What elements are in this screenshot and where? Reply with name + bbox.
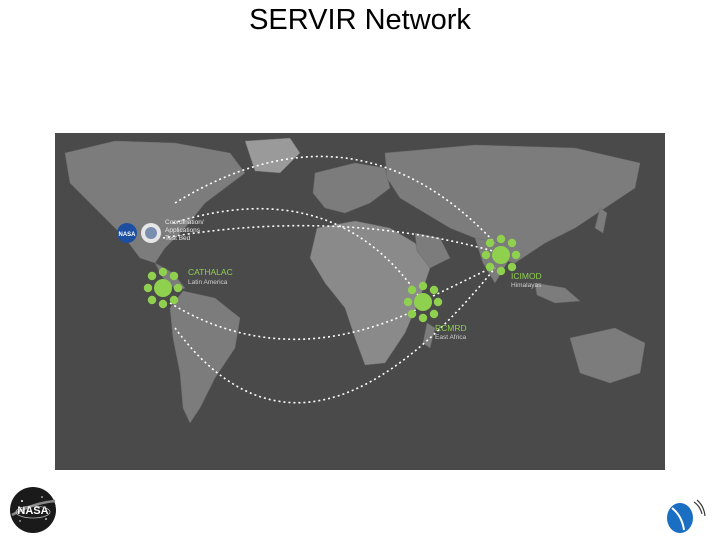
nasa-meatball-icon: NASA — [117, 223, 137, 243]
cathalac-label: CATHALAC — [188, 267, 233, 277]
servir-seal-icon — [141, 223, 161, 243]
rcmrd-label: RCMRD — [435, 323, 467, 333]
south-america — [169, 290, 241, 424]
network-links — [162, 155, 496, 404]
madagascar — [422, 322, 436, 349]
icimod-label: ICIMOD — [511, 271, 542, 281]
page-title: SERVIR Network — [249, 4, 471, 36]
cathalac-node — [143, 267, 183, 309]
africa — [309, 220, 431, 366]
coordination-line3: Test Bed — [165, 235, 191, 242]
coordination-line2: Applications — [165, 227, 201, 234]
svg-text:NASA: NASA — [118, 232, 136, 238]
rcmrd-region: East Africa — [435, 334, 466, 341]
japan — [594, 207, 608, 234]
asia — [384, 144, 641, 264]
australia — [569, 327, 646, 384]
icimod-node — [481, 234, 521, 276]
north-america — [64, 140, 246, 264]
arabia — [414, 232, 451, 269]
world-map: NASA Coordination/ Applications Test Bed… — [55, 133, 665, 470]
greenland — [244, 137, 301, 174]
servir-logo — [664, 496, 708, 536]
coordination-line1: Coordination/ — [165, 219, 204, 226]
nasa-logo: NASA — [8, 485, 58, 535]
svg-text:NASA: NASA — [17, 505, 48, 517]
icimod-region: Himalayas — [511, 282, 542, 289]
se-asia — [534, 282, 581, 304]
rcmrd-node — [403, 281, 443, 323]
cathalac-region: Latin America — [188, 279, 228, 286]
europe — [312, 162, 391, 214]
